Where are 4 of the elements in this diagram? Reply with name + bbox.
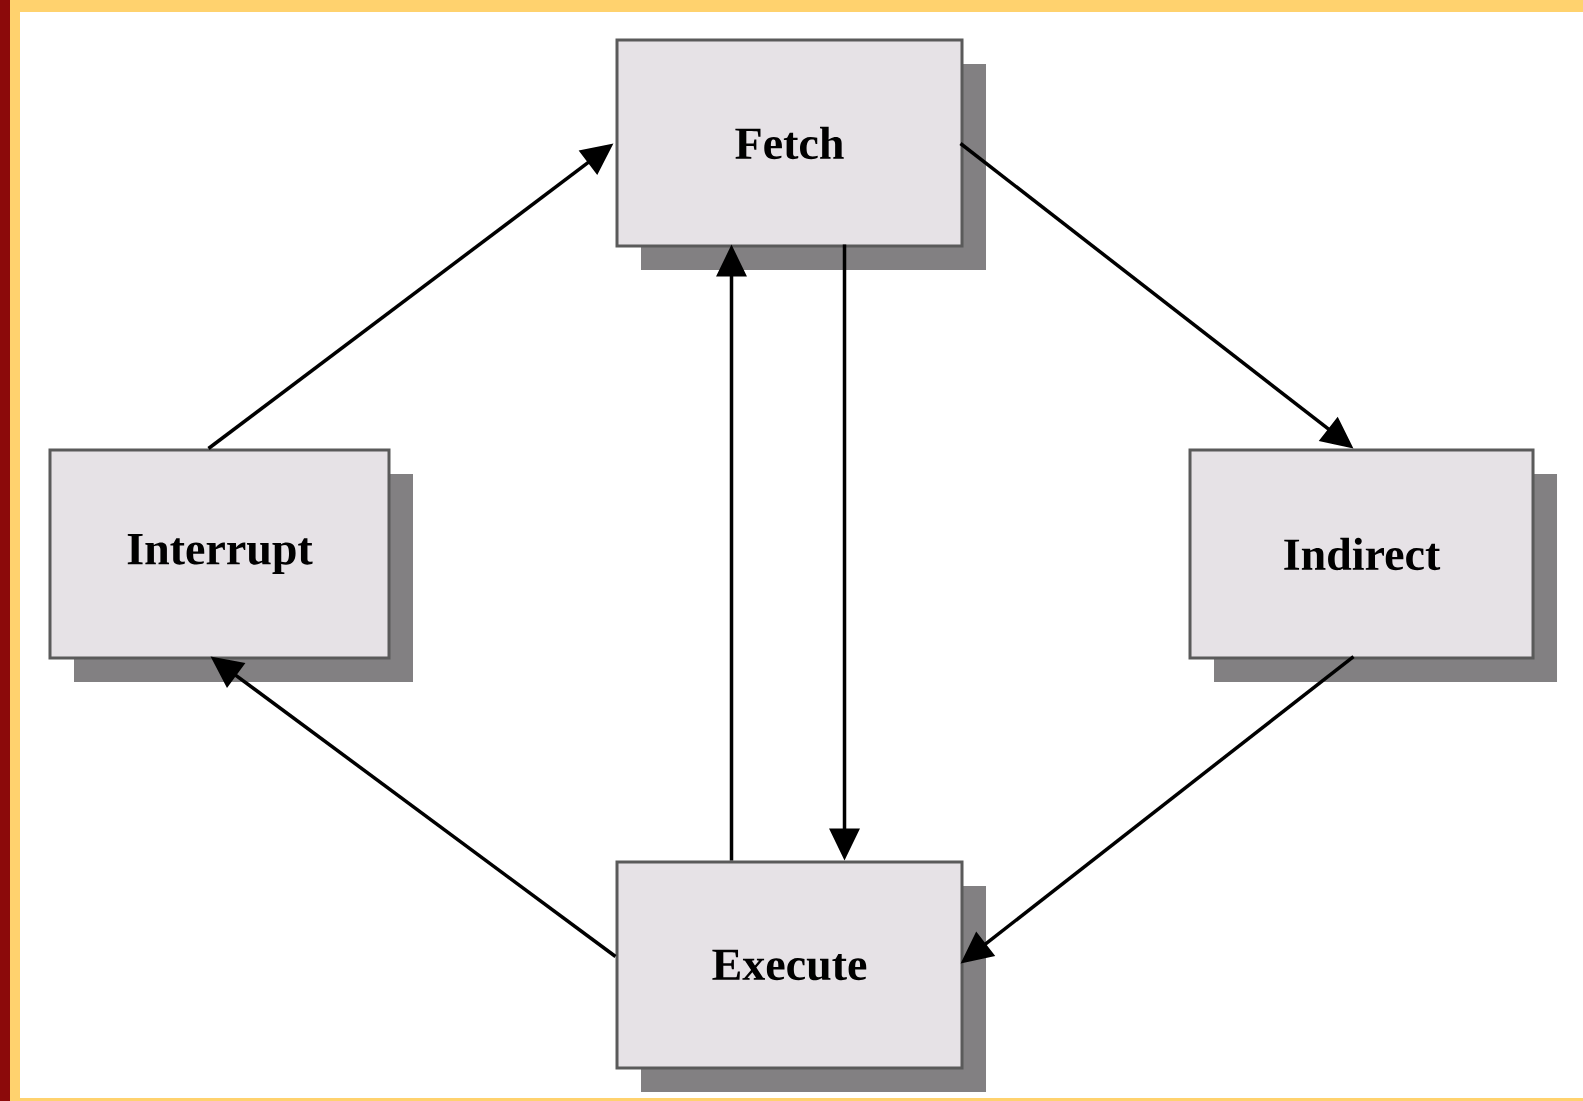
- process-box: Fetch: [615, 38, 986, 270]
- process-box: Indirect: [1188, 448, 1557, 682]
- process-box: Interrupt: [48, 448, 413, 682]
- process-box: Execute: [615, 860, 986, 1092]
